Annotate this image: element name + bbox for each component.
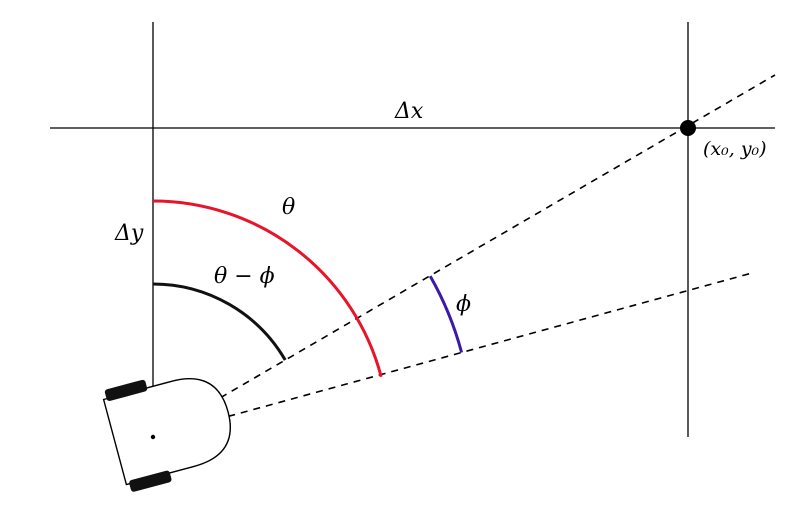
robot-body bbox=[102, 378, 231, 486]
robot-wheel-top bbox=[104, 379, 148, 401]
theta-arc bbox=[152, 199, 383, 378]
robot-icon bbox=[102, 378, 231, 492]
phi-arc bbox=[428, 275, 464, 353]
theta-minus-phi-arc bbox=[152, 282, 287, 361]
target-point-marker bbox=[680, 120, 696, 136]
phi-label: ϕ bbox=[456, 292, 471, 317]
delta-y-label: Δy bbox=[114, 221, 144, 246]
robot-wheel-bottom bbox=[129, 470, 172, 492]
target-point-label: (x₀, y₀) bbox=[703, 138, 767, 160]
delta-x-label: Δx bbox=[394, 99, 424, 124]
heading-ray-dashed bbox=[152, 272, 753, 438]
theta-label: θ bbox=[282, 195, 295, 220]
target-ray-dashed bbox=[152, 74, 776, 438]
theta-minus-phi-label: θ − ϕ bbox=[214, 264, 275, 289]
robot-center-dot bbox=[150, 434, 156, 440]
